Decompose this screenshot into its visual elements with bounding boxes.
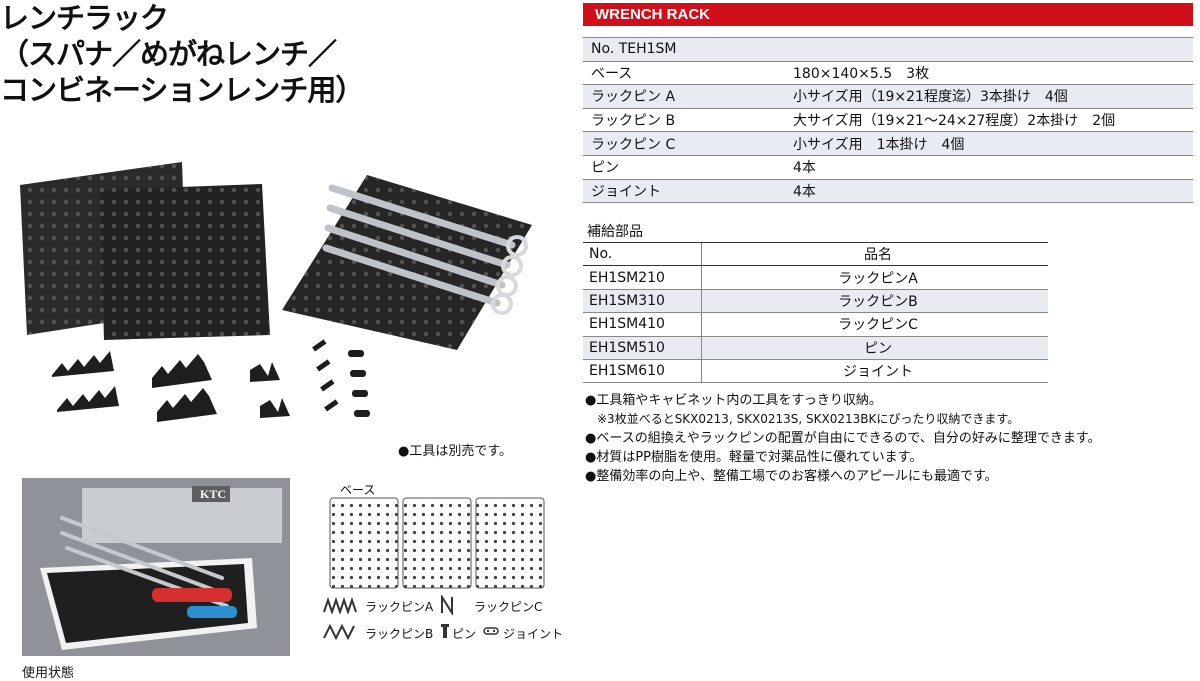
part-number: EH1SM510 <box>583 336 702 360</box>
table-row: ベース 180×140×5.5 3枚 <box>583 61 1193 86</box>
feature-note: ※3枚並べるとSKX0213, SKX0213S, SKX0213BKにぴったり… <box>585 412 1020 426</box>
spec-value: 大サイズ用（19×21～24×27程度）2本掛け 2個 <box>785 108 1193 133</box>
part-name: ラックピンC <box>701 312 1048 337</box>
legend-joint: ジョイント <box>503 627 564 641</box>
part-name: ジョイント <box>701 359 1048 384</box>
spec-value: 小サイズ用 1本掛け 4個 <box>785 131 1193 156</box>
table-row: ピン 4本 <box>583 155 1193 180</box>
part-number: EH1SM310 <box>583 289 702 314</box>
rack-pin-b-icon <box>323 623 355 640</box>
table-row: ラックピン A 小サイズ用（19×21程度迄）3本掛け 4個 <box>583 84 1193 109</box>
spec-label: ラックピン B <box>583 108 785 133</box>
base-plate <box>100 184 270 340</box>
pin-parts <box>312 339 339 412</box>
base-diagram <box>329 497 545 589</box>
rack-pin-a-icon <box>323 596 357 614</box>
page-title: レンチラック （スパナ／めがねレンチ／ コンビネーションレンチ用） <box>0 0 575 108</box>
table-row: EH1SM610 ジョイント <box>583 359 1048 384</box>
legend-rack-pin-c: ラックピンC <box>474 600 543 614</box>
photo-caption: 使用状態 <box>22 666 75 681</box>
spec-label: ピン <box>583 155 785 180</box>
table-row: ジョイント 4本 <box>583 179 1193 204</box>
rack-pin-parts <box>52 351 290 422</box>
table-header-row: No. 品名 <box>583 241 1048 267</box>
spec-label: ラックピン C <box>583 131 785 156</box>
part-number: EH1SM410 <box>583 312 702 337</box>
spec-label: ベース <box>583 61 785 86</box>
table-row: EH1SM310 ラックピンB <box>583 289 1048 314</box>
joint-parts <box>348 350 370 417</box>
parts-table: No. 品名 EH1SM210 ラックピンA EH1SM310 ラックピンB E… <box>583 241 1048 384</box>
part-name: ラックピンB <box>701 289 1048 314</box>
wrench-icon <box>322 184 516 307</box>
table-row: No. TEH1SM <box>583 37 1193 62</box>
feature-note: ●材質はPP樹脂を使用。軽量で対薬品性に優れています。 <box>585 450 923 465</box>
table-row: EH1SM210 ラックピンA <box>583 265 1048 290</box>
feature-note: ●ベースの組換えやラックピンの配置が自由にできるので、自分の好みに整理できます。 <box>585 431 1101 446</box>
parts-col-no: No. <box>583 241 702 267</box>
feature-note: ●工具箱やキャビネット内の工具をすっきり収納。 <box>585 393 882 408</box>
part-name: ピン <box>701 336 1048 360</box>
spec-label: ジョイント <box>583 179 785 204</box>
part-name: ラックピンA <box>701 265 1048 290</box>
spec-value: 180×140×5.5 3枚 <box>785 61 1193 86</box>
title-line-2: （スパナ／めがねレンチ／ <box>0 37 337 71</box>
parts-col-name: 品名 <box>701 241 1048 267</box>
title-line-1: レンチラック <box>0 1 169 35</box>
table-row: EH1SM510 ピン <box>583 336 1048 360</box>
feature-notes: ●工具箱やキャビネット内の工具をすっきり収納。 ※3枚並べるとSKX0213, … <box>585 391 1197 486</box>
legend-rack-pin-b: ラックピンB <box>365 627 434 641</box>
pin-icon <box>441 624 449 638</box>
joint-icon <box>483 627 499 635</box>
parts-heading: 補給部品 <box>587 224 643 240</box>
spec-table: No. TEH1SM ベース 180×140×5.5 3枚 ラックピン A 小サ… <box>583 37 1193 204</box>
spec-label: ラックピン A <box>583 84 785 109</box>
base-plate-with-wrenches <box>282 175 532 350</box>
legend-pin: ピン <box>452 627 477 641</box>
table-row: EH1SM410 ラックピンC <box>583 312 1048 337</box>
legend-rack-pin-a: ラックピンA <box>365 600 434 614</box>
diagram-base-label: ベース <box>340 483 376 497</box>
usage-photo: KTC <box>22 478 290 656</box>
part-number: EH1SM210 <box>583 265 702 290</box>
rack-pin-c-icon <box>441 595 453 615</box>
section-banner: WRENCH RACK <box>583 3 1193 26</box>
spec-value: 小サイズ用（19×21程度迄）3本掛け 4個 <box>785 84 1193 109</box>
ktc-logo: KTC <box>200 487 227 501</box>
product-illustration <box>20 162 532 422</box>
spec-value: 4本 <box>785 179 1193 204</box>
table-row: ラックピン C 小サイズ用 1本掛け 4個 <box>583 131 1193 156</box>
spec-value: 4本 <box>785 155 1193 180</box>
spec-model-number: No. TEH1SM <box>583 37 1193 62</box>
title-line-3: コンビネーションレンチ用） <box>0 73 364 107</box>
part-number: EH1SM610 <box>583 359 702 384</box>
table-row: ラックピン B 大サイズ用（19×21～24×27程度）2本掛け 2個 <box>583 108 1193 133</box>
tools-sold-separately-note: ●工具は別売です。 <box>398 444 513 459</box>
feature-note: ●整備効率の向上や、整備工場でのお客様へのアピールにも最適です。 <box>585 469 998 484</box>
